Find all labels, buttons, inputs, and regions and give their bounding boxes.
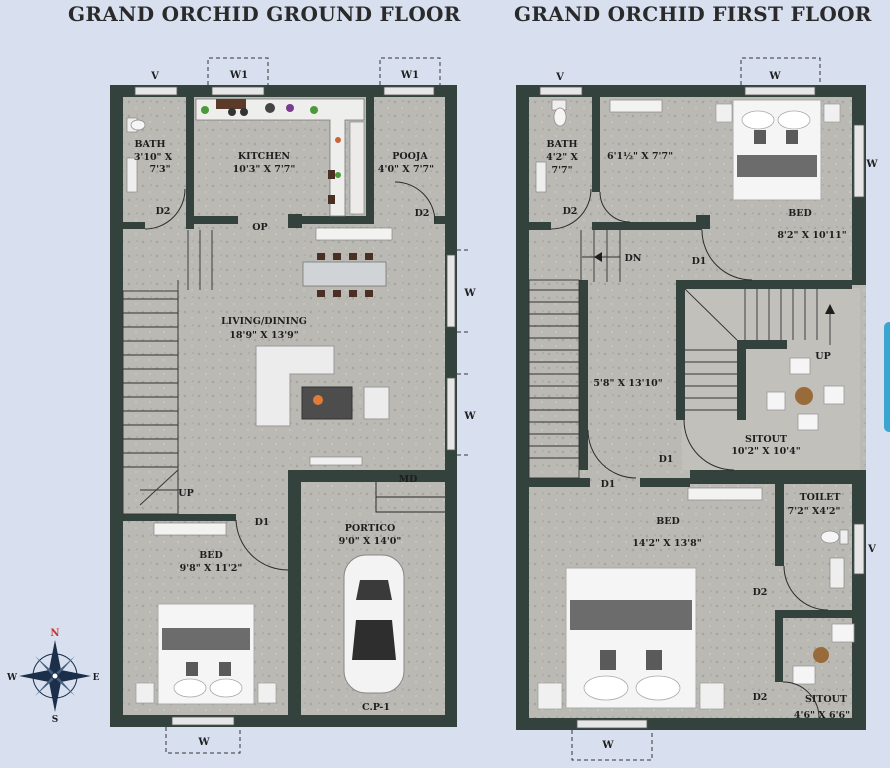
first-bed2-name: BED <box>656 516 680 527</box>
compass-east: E <box>93 673 100 683</box>
ground-window-v: V <box>150 71 159 82</box>
first-dn-label: DN <box>625 253 642 264</box>
first-interior-walls <box>516 97 866 682</box>
ground-bath-name: BATH <box>135 139 166 150</box>
ground-door-d1: D1 <box>255 517 270 528</box>
first-bed1 <box>715 99 841 201</box>
portico-dim: 9'0" X 14'0" <box>339 536 402 547</box>
ground-bath-dim1: 3'10" X <box>134 152 173 163</box>
ground-interior-walls <box>123 97 445 727</box>
first-bath-fixtures <box>535 99 567 193</box>
ground-floor-plan: BATH 3'10" X 7'3" KITCHEN 10'3" X 7'7" P… <box>110 57 476 754</box>
compass-rose-icon <box>19 640 91 712</box>
first-bath-dim1: 4'2" X <box>546 152 578 163</box>
ground-bed <box>135 522 277 705</box>
first-sitout2-dim: 4'6" X 6'6" <box>794 710 850 721</box>
first-bath-name: BATH <box>547 139 578 150</box>
pooja-dim: 4'0" X 7'7" <box>378 164 434 175</box>
car-icon <box>343 554 405 694</box>
pooja-name: POOJA <box>392 151 428 162</box>
kitchen-counter <box>195 98 365 217</box>
first-window-v-bath: V <box>555 72 564 83</box>
ground-window-projections <box>165 57 470 754</box>
first-toilet-fixtures <box>820 529 849 589</box>
first-door-d2-bath: D2 <box>563 206 578 217</box>
tv-unit <box>309 456 363 466</box>
first-up-label: UP <box>815 351 830 362</box>
first-window-w-top: W <box>768 71 781 82</box>
side-accent-tab <box>884 322 890 432</box>
first-window-projections <box>571 57 821 761</box>
ground-door-swings <box>144 181 445 571</box>
ground-window-w-right2: W <box>463 411 476 422</box>
first-windows <box>539 86 865 729</box>
ground-floor-title: GRAND ORCHID GROUND FLOOR <box>68 2 461 26</box>
ground-window-w1-kitchen: W1 <box>229 70 248 81</box>
first-toilet-dim: 7'2" X4'2" <box>788 506 841 517</box>
ground-window-w-right1: W <box>463 288 476 299</box>
first-dress-dim: 6'1½" X 7'7" <box>607 151 673 162</box>
ground-door-d2-pooja: D2 <box>415 208 430 219</box>
compass-south: S <box>52 715 59 725</box>
living-name: LIVING/DINING <box>221 316 307 327</box>
car-parking-label: C.P-1 <box>362 702 390 713</box>
ground-sideboard <box>315 227 393 241</box>
first-sitout2-name: SITOUT <box>805 694 847 705</box>
first-window-w-right: W <box>865 159 878 170</box>
portico-name: PORTICO <box>345 523 396 534</box>
ground-up-label: UP <box>178 488 193 499</box>
md-label: MD <box>399 474 418 485</box>
first-dress-shelf <box>609 99 663 113</box>
ground-bath-dim2: 7'3" <box>149 164 170 175</box>
first-bed2 <box>537 487 763 710</box>
ground-bed-dim: 9'8" X 11'2" <box>180 563 243 574</box>
first-floor-plan: BATH 4'2" X 7'7" 6'1½" X 7'7" BED 8'2" X… <box>516 57 890 761</box>
first-bed2-dim: 14'2" X 13'8" <box>632 538 701 549</box>
first-toilet-name: TOILET <box>800 492 841 503</box>
first-sitout-name: SITOUT <box>745 434 787 445</box>
compass-north: N <box>50 628 59 639</box>
first-sitout-furniture <box>766 357 845 431</box>
first-door-d2-sitout: D2 <box>753 692 768 703</box>
dining-table <box>302 253 387 297</box>
pooja-shelf <box>349 121 365 215</box>
first-door-d1-sitout: D1 <box>659 454 674 465</box>
first-door-swings <box>550 188 829 719</box>
ground-window-w-bottom: W <box>197 737 210 748</box>
op-label: OP <box>252 222 267 233</box>
ground-bed-name: BED <box>199 550 223 561</box>
first-bed1-dim: 8'2" X 10'11" <box>777 230 846 241</box>
first-window-v-toilet: V <box>867 544 876 555</box>
compass-west: W <box>6 673 18 683</box>
first-bed1-name: BED <box>788 208 812 219</box>
first-stair-arrows <box>594 252 835 314</box>
first-sitout-dim: 10'2" X 10'4" <box>731 446 800 457</box>
living-dim: 18'9" X 13'9" <box>229 330 298 341</box>
ground-windows <box>134 86 456 726</box>
first-door-d2-toilet: D2 <box>753 587 768 598</box>
first-bath-dim2: 7'7" <box>551 165 572 176</box>
first-door-d1-bed1: D1 <box>692 256 707 267</box>
first-staircase <box>528 230 831 479</box>
ground-door-d2-bath: D2 <box>156 206 171 217</box>
ground-bath-fixtures <box>126 117 146 193</box>
ground-window-w1-pooja: W1 <box>400 70 419 81</box>
ground-staircase <box>122 230 213 515</box>
kitchen-name: KITCHEN <box>238 151 291 162</box>
first-window-w-bottom: W <box>601 740 614 751</box>
first-stair-dim: 5'8" X 13'10" <box>593 378 662 389</box>
first-door-d1-bed2: D1 <box>601 479 616 490</box>
sofa-set <box>255 345 390 427</box>
kitchen-dim: 10'3" X 7'7" <box>233 164 296 175</box>
first-floor-title: GRAND ORCHID FIRST FLOOR <box>514 2 872 26</box>
first-sitout2-furniture <box>792 623 855 685</box>
